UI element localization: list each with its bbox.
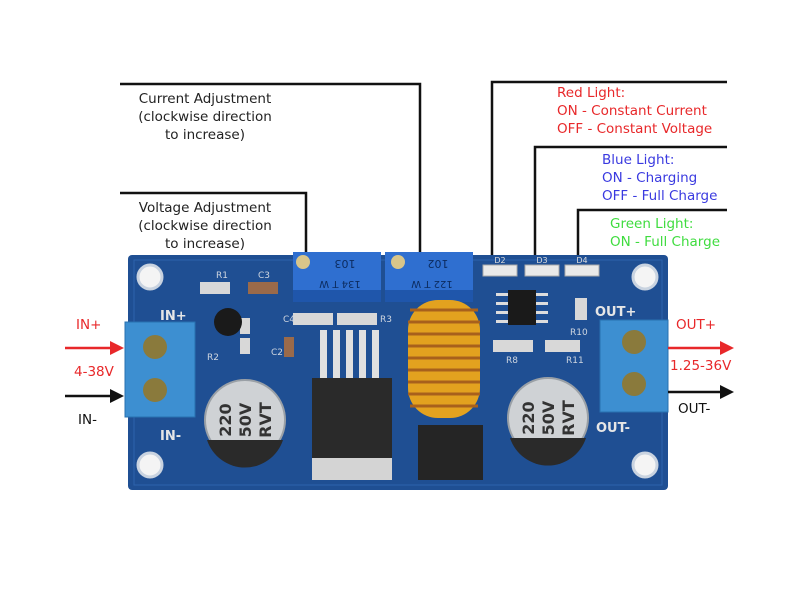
cap1-text-2: 50V — [236, 402, 255, 437]
blue-light-title: Blue Light: — [602, 152, 675, 168]
input-range-label: 4-38V — [74, 364, 114, 380]
label-d4: D4 — [576, 256, 587, 265]
current-adjustment-line2: (clockwise direction — [138, 109, 272, 125]
pot2-sub: 122 T W — [411, 278, 453, 289]
out-plus-arrow — [668, 341, 734, 355]
out-minus-arrow — [668, 385, 734, 399]
pot1-code: 103 — [335, 257, 356, 270]
output-capacitor: 220 50V RVT — [507, 377, 589, 466]
smd-components — [200, 282, 587, 357]
pcb-board: 103 134 T W 102 122 T W D2 D3 D4 — [124, 252, 669, 490]
cap2-text-2: 50V — [539, 400, 558, 435]
out-plus-label: OUT+ — [676, 317, 717, 333]
label-d3: D3 — [536, 256, 547, 265]
in-plus-label: IN+ — [76, 317, 102, 333]
blue-light-on: ON - Charging — [602, 170, 698, 186]
in-minus-label: IN- — [78, 412, 97, 428]
voltage-adjustment-line3: to increase) — [164, 236, 245, 252]
voltage-potentiometer[interactable]: 103 134 T W — [293, 252, 381, 302]
green-light-on: ON - Full Charge — [610, 234, 720, 250]
voltage-adjustment-title: Voltage Adjustment — [138, 200, 272, 216]
green-light-note: Green Light: ON - Full Charge — [610, 215, 720, 251]
in-plus-arrow — [65, 341, 124, 355]
in-minus-arrow — [65, 389, 124, 403]
cap1-text-1: 220 — [216, 403, 235, 436]
control-ic — [496, 290, 548, 325]
label-r1: R1 — [216, 271, 228, 281]
current-adjustment-note: Current Adjustment (clockwise direction … — [120, 90, 290, 144]
label-r2: R2 — [207, 353, 219, 363]
red-light-leader — [490, 80, 727, 262]
red-light-title: Red Light: — [557, 85, 626, 101]
silk-in-minus: IN- — [160, 429, 181, 444]
current-adjustment-title: Current Adjustment — [138, 91, 272, 107]
mounting-holes — [136, 263, 659, 479]
current-potentiometer[interactable]: 102 122 T W — [385, 252, 473, 302]
green-light-title: Green Light: — [610, 216, 694, 232]
label-d2: D2 — [494, 256, 505, 265]
diode — [418, 425, 483, 480]
output-terminal-block[interactable] — [599, 319, 669, 413]
label-r8: R8 — [506, 356, 518, 366]
regulator-chip — [312, 330, 392, 480]
red-light-note: Red Light: ON - Constant Current OFF - C… — [557, 84, 712, 138]
voltage-adjustment-note: Voltage Adjustment (clockwise direction … — [120, 199, 290, 253]
silk-out-plus: OUT+ — [595, 305, 636, 320]
silk-out-minus: OUT- — [596, 421, 630, 436]
output-range-label: 1.25-36V — [670, 358, 732, 374]
leader-lines — [120, 80, 727, 262]
label-c2: C2 — [271, 348, 283, 358]
voltage-adjustment-leader — [120, 191, 308, 258]
label-r3: R3 — [380, 315, 392, 325]
transistor — [214, 308, 242, 336]
label-r11: R11 — [566, 356, 584, 366]
label-r10: R10 — [570, 328, 588, 338]
pot1-sub: 134 T W — [319, 278, 361, 289]
blue-light-note: Blue Light: ON - Charging OFF - Full Cha… — [602, 151, 717, 205]
led-indicators: D2 D3 D4 — [482, 256, 600, 277]
current-adjustment-leader — [120, 82, 422, 252]
input-terminal-block[interactable] — [124, 321, 196, 418]
out-minus-label: OUT- — [678, 401, 711, 417]
input-capacitor: 220 50V RVT — [204, 379, 286, 468]
cap2-text-1: 220 — [519, 401, 538, 434]
blue-light-off: OFF - Full Charge — [602, 188, 718, 204]
green-light-leader — [576, 208, 727, 262]
pot2-code: 102 — [428, 257, 449, 270]
current-adjustment-line3: to increase) — [164, 127, 245, 143]
cap1-text-3: RVT — [256, 402, 275, 438]
label-c4: C4 — [283, 315, 295, 325]
cap2-text-3: RVT — [559, 400, 578, 436]
red-light-off: OFF - Constant Voltage — [557, 121, 713, 137]
blue-light-leader — [533, 145, 727, 262]
toroid-inductor — [408, 300, 480, 418]
silk-in-plus: IN+ — [160, 309, 187, 324]
voltage-adjustment-line2: (clockwise direction — [138, 218, 272, 234]
red-light-on: ON - Constant Current — [557, 103, 707, 119]
label-c3: C3 — [258, 271, 270, 281]
